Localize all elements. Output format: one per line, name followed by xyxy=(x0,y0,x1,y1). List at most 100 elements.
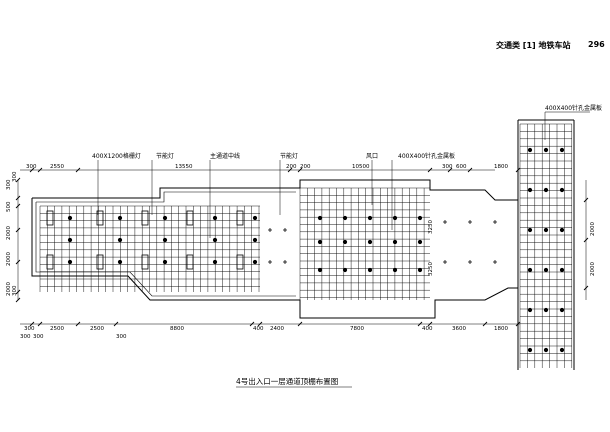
dim-bottom: 3600 xyxy=(452,326,466,332)
vent-marker xyxy=(468,220,472,224)
energy-lamp xyxy=(543,307,549,313)
grille-light-fixture xyxy=(236,210,244,226)
energy-lamp xyxy=(342,239,348,245)
energy-lamp xyxy=(543,227,549,233)
energy-lamp xyxy=(317,215,323,221)
dim-mid: 3250 xyxy=(428,220,434,234)
callout-metal-panel: 400X400针孔金属板 xyxy=(398,152,455,160)
energy-lamp xyxy=(212,237,218,243)
energy-lamp xyxy=(559,187,565,193)
energy-lamp xyxy=(559,227,565,233)
grille-light-fixture xyxy=(141,254,149,270)
energy-lamp xyxy=(317,239,323,245)
dim-mid: 3250 xyxy=(428,262,434,276)
dim-top: 2550 xyxy=(50,164,64,170)
energy-lamp xyxy=(559,267,565,273)
energy-lamp xyxy=(342,215,348,221)
grille-light-fixture xyxy=(236,254,244,270)
dim-bottom: 400 xyxy=(422,326,433,332)
energy-lamp xyxy=(162,215,168,221)
energy-lamp xyxy=(212,215,218,221)
dim-right: 2000 xyxy=(590,262,596,276)
drawing-set-title: 交通类 [1] 地铁车站 xyxy=(496,41,571,50)
drawing-caption: 4号出入口一层通道顶棚布置图 xyxy=(236,376,338,386)
callout-grille-light: 400X1200格栅灯 xyxy=(92,152,141,160)
energy-lamp xyxy=(392,267,398,273)
dim-left: 2000 xyxy=(6,226,12,240)
energy-lamp xyxy=(527,187,533,193)
energy-lamp xyxy=(543,187,549,193)
vent-marker xyxy=(283,228,287,232)
grille-light-fixture xyxy=(46,254,54,270)
dim-bottom: 2400 xyxy=(270,326,284,332)
dim-bottom: 1800 xyxy=(494,326,508,332)
dim-bottom-sub: 300 xyxy=(20,334,31,340)
dim-bottom: 2500 xyxy=(90,326,104,332)
left-dimensions: 300 500 2000 2000 2000 300 300 xyxy=(6,171,18,296)
energy-lamp xyxy=(527,267,533,273)
vent-marker xyxy=(268,228,272,232)
energy-lamp xyxy=(117,215,123,221)
right-dimensions: 2000 2000 xyxy=(590,222,596,276)
vent-marker xyxy=(468,260,472,264)
energy-lamp xyxy=(392,215,398,221)
dim-top: 300 xyxy=(26,164,37,170)
energy-lamp xyxy=(527,347,533,353)
callout-main-centerline: 主通道中线 xyxy=(210,152,240,160)
grille-light-fixture xyxy=(96,254,104,270)
energy-lamp xyxy=(212,259,218,265)
ceiling-grid-west xyxy=(39,205,260,292)
vent-marker xyxy=(493,220,497,224)
callout-leaders xyxy=(97,111,590,238)
top-dimensions: 300 2550 13550 200 200 10500 300 600 180… xyxy=(26,164,508,170)
dim-bottom-sub: 300 xyxy=(116,334,127,340)
ceiling-grid-shaft xyxy=(519,123,573,368)
dim-top: 600 xyxy=(456,164,467,170)
dim-top: 200 xyxy=(300,164,311,170)
dim-top: 1800 xyxy=(494,164,508,170)
grille-light-fixture xyxy=(46,210,54,226)
grille-light-fixture xyxy=(186,210,194,226)
dim-left: 2000 xyxy=(6,282,12,296)
dimension-lines xyxy=(15,167,589,327)
energy-lamp xyxy=(67,237,73,243)
energy-lamp xyxy=(252,259,258,265)
dim-left: 300 xyxy=(6,179,12,190)
dim-left: 300 xyxy=(12,285,18,296)
dim-top: 200 xyxy=(286,164,297,170)
vent-marker xyxy=(443,260,447,264)
callout-metal-panel-shaft: 400X400针孔金属板 xyxy=(545,104,602,112)
dim-bottom: 7800 xyxy=(350,326,364,332)
plan-outline xyxy=(31,119,575,370)
energy-lamp xyxy=(392,239,398,245)
energy-lamp xyxy=(543,347,549,353)
vent-marker xyxy=(493,260,497,264)
dim-top: 10500 xyxy=(352,164,370,170)
energy-lamp xyxy=(559,147,565,153)
callout-energy-lamp-1: 节能灯 xyxy=(156,152,174,160)
callout-air-vent: 风口 xyxy=(366,153,378,160)
energy-lamp xyxy=(252,215,258,221)
grille-light-fixture xyxy=(186,254,194,270)
energy-lamp xyxy=(417,239,423,245)
energy-lamp xyxy=(252,237,258,243)
energy-lamp xyxy=(559,307,565,313)
energy-lamp xyxy=(162,259,168,265)
dim-bottom: 2500 xyxy=(50,326,64,332)
energy-lamp xyxy=(543,147,549,153)
energy-lamp xyxy=(367,239,373,245)
energy-lamp xyxy=(317,267,323,273)
page-number: 296 xyxy=(588,40,605,49)
dim-top: 300 xyxy=(442,164,453,170)
energy-lamp xyxy=(527,307,533,313)
bottom-dimensions: 300 2500 2500 8800 400 2400 7800 400 360… xyxy=(20,326,508,340)
energy-lamp xyxy=(527,147,533,153)
energy-lamp xyxy=(117,237,123,243)
energy-lamp xyxy=(342,267,348,273)
dim-bottom: 300 xyxy=(24,326,35,332)
callout-energy-lamp-2: 节能灯 xyxy=(280,152,298,160)
dim-left: 500 xyxy=(6,201,12,212)
vent-marker xyxy=(268,260,272,264)
energy-lamp xyxy=(117,259,123,265)
